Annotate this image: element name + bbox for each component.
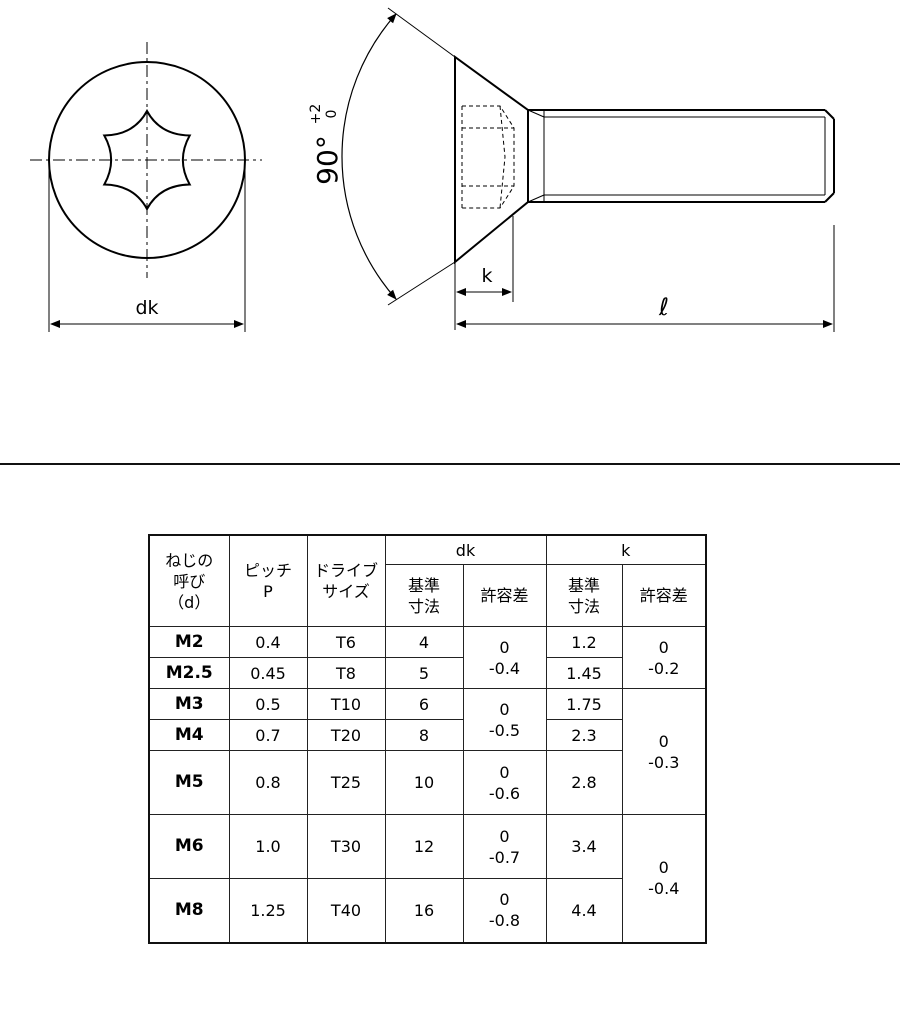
dk-cell: 10 xyxy=(384,750,464,815)
k-cell: 1.45 xyxy=(545,657,623,689)
header-drive: ドライブ サイズ xyxy=(306,534,386,627)
tolerance-upper: 0 xyxy=(658,731,669,751)
k-tolerance-cell: 0-0.3 xyxy=(621,688,707,815)
dk-label: dk xyxy=(135,297,158,319)
dimension-table: ねじの 呼び （d） ピッチ P ドライブ サイズ dk k 基準 寸法 許容差… xyxy=(148,534,708,944)
k-cell: 1.2 xyxy=(545,626,623,658)
table-row: M5 0.8 T25 10 0-0.6 2.8 xyxy=(148,750,706,815)
header-dk-tolerance: 許容差 xyxy=(462,564,547,627)
head-top-view: dk xyxy=(30,42,262,332)
table-row: M8 1.25 T40 16 0-0.8 4.4 xyxy=(148,878,706,943)
k-label: k xyxy=(481,265,492,287)
table-row: M4 0.7 T20 8 2.3 xyxy=(148,719,706,751)
k-cell: 4.4 xyxy=(545,878,623,943)
dk-tolerance-cell: 0-0.4 xyxy=(462,626,547,689)
header-k-basic: 基準 寸法 xyxy=(545,564,623,627)
pitch-cell: 0.4 xyxy=(228,626,308,658)
drive-cell: T8 xyxy=(306,657,386,689)
k-tolerance-cell: 0-0.2 xyxy=(621,626,707,689)
k-cell: 1.75 xyxy=(545,688,623,720)
thread-run-out-top xyxy=(527,109,545,118)
header-k-tolerance: 許容差 xyxy=(621,564,707,627)
thread-run-out-bottom xyxy=(527,194,545,203)
header-pitch: ピッチ P xyxy=(228,534,308,627)
k-tolerance-cell: 0-0.4 xyxy=(621,814,707,943)
table-subheader-row: 基準 寸法 許容差 基準 寸法 許容差 xyxy=(149,564,707,627)
tolerance-upper: 0 xyxy=(499,762,510,782)
table-row: M2 0.4 T6 4 0-0.4 1.2 0-0.2 xyxy=(148,626,707,689)
screw-drawing: dk 90° +2 0 k ℓ xyxy=(30,7,835,332)
angle-extension-top xyxy=(387,7,456,58)
dk-cell: 8 xyxy=(384,719,464,751)
header-nominal: ねじの 呼び （d） xyxy=(148,534,230,627)
chamfer-top xyxy=(824,109,835,120)
angle-label: 90° xyxy=(311,135,344,185)
tolerance-upper: 0 xyxy=(499,890,510,910)
header-dk-basic: 基準 寸法 xyxy=(384,564,464,627)
tolerance-lower: -0.4 xyxy=(488,658,521,678)
k-cell: 2.3 xyxy=(545,719,623,751)
pitch-cell: 1.0 xyxy=(228,814,308,879)
drive-cell: T20 xyxy=(306,719,386,751)
dk-tolerance-cell: 0-0.7 xyxy=(462,814,547,879)
k-cell: 3.4 xyxy=(545,814,623,879)
nominal-cell: M3 xyxy=(148,688,230,720)
tolerance-upper: 0 xyxy=(499,637,510,657)
dk-cell: 5 xyxy=(384,657,464,689)
dk-cell: 4 xyxy=(384,626,464,658)
dk-tolerance-cell: 0-0.5 xyxy=(462,688,547,751)
head-outline-side xyxy=(454,55,529,265)
recess-hidden-lines xyxy=(461,105,515,209)
dk-tolerance-cell: 0-0.8 xyxy=(462,878,547,943)
nominal-cell: M2 xyxy=(148,626,230,658)
drive-cell: T40 xyxy=(306,878,386,943)
length-label: ℓ xyxy=(658,293,669,321)
drive-cell: T25 xyxy=(306,750,386,815)
pitch-cell: 1.25 xyxy=(228,878,308,943)
tolerance-lower: -0.4 xyxy=(648,879,680,899)
angle-dimension-arc xyxy=(341,13,397,300)
tolerance-lower: -0.3 xyxy=(648,752,680,772)
pitch-cell: 0.5 xyxy=(228,688,308,720)
k-cell: 2.8 xyxy=(545,750,623,815)
center-lines xyxy=(30,42,262,278)
table-header-row: ねじの 呼び （d） ピッチ P ドライブ サイズ dk k xyxy=(148,534,707,627)
tolerance-lower: -0.2 xyxy=(648,658,680,678)
tolerance-upper: 0 xyxy=(499,826,510,846)
nominal-cell: M2.5 xyxy=(148,657,230,689)
table-row: M6 1.0 T30 12 0-0.7 3.4 0-0.4 xyxy=(148,814,707,943)
nominal-cell: M5 xyxy=(148,750,230,815)
table-row: M3 0.5 T10 6 0-0.5 1.75 0-0.3 xyxy=(148,688,707,815)
drive-cell: T10 xyxy=(306,688,386,720)
header-dk: dk xyxy=(384,534,547,565)
dk-cell: 6 xyxy=(384,688,464,720)
section-divider xyxy=(0,463,900,465)
pitch-cell: 0.45 xyxy=(228,657,308,689)
angle-tolerance-lower: 0 xyxy=(324,110,340,119)
angle-tolerance-upper: +2 xyxy=(308,104,324,125)
dk-cell: 12 xyxy=(384,814,464,879)
tolerance-upper: 0 xyxy=(658,858,669,878)
tolerance-upper: 0 xyxy=(499,699,510,719)
angle-extension-bottom xyxy=(387,261,456,306)
tolerance-upper: 0 xyxy=(658,637,669,657)
nominal-cell: M8 xyxy=(148,878,230,943)
dk-tolerance-cell: 0-0.6 xyxy=(462,750,547,815)
nominal-cell: M6 xyxy=(148,814,230,879)
dk-cell: 16 xyxy=(384,878,464,943)
tolerance-lower: -0.6 xyxy=(488,783,521,803)
nominal-cell: M4 xyxy=(148,719,230,751)
drive-cell: T30 xyxy=(306,814,386,879)
tolerance-lower: -0.8 xyxy=(488,911,521,931)
tolerance-lower: -0.5 xyxy=(488,720,521,740)
screw-side-view: 90° +2 0 k ℓ xyxy=(308,7,835,332)
pitch-cell: 0.7 xyxy=(228,719,308,751)
tolerance-lower: -0.7 xyxy=(488,847,521,867)
header-k: k xyxy=(545,534,707,565)
drive-cell: T6 xyxy=(306,626,386,658)
pitch-cell: 0.8 xyxy=(228,750,308,815)
chamfer-bottom xyxy=(824,192,835,203)
